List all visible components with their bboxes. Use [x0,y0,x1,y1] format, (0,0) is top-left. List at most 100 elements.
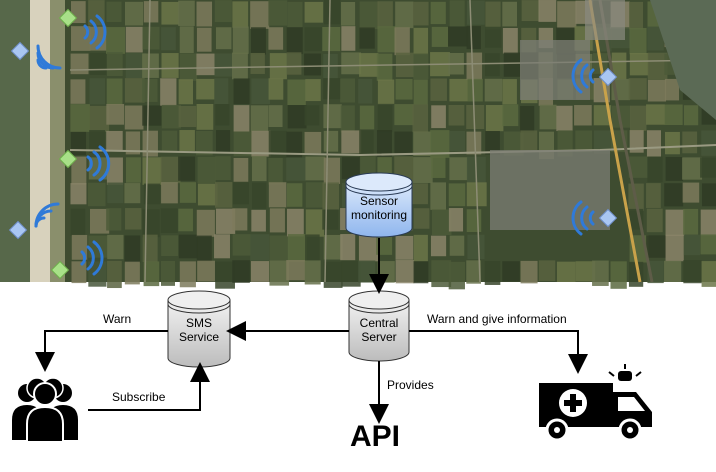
field-patch [376,234,393,255]
field-patch [358,234,379,262]
field-patch [466,260,481,284]
field-patch [232,182,249,205]
field-patch [323,234,343,260]
field-patch [196,235,212,262]
field-patch [106,78,123,105]
field-patch [196,53,215,76]
field-patch [412,104,429,133]
field-patch [431,209,452,236]
field-patch [161,53,179,78]
field-patch [233,131,252,157]
field-patch [376,130,392,157]
edge-server-warn-info [409,330,588,374]
field-patch [70,183,87,205]
field-patch [647,79,667,102]
field-patch [701,183,716,207]
field-patch [431,105,446,129]
field-patch [322,26,341,52]
field-patch [431,26,449,47]
sensor-green-3 [50,260,70,280]
field-patch [142,105,162,126]
field-patch [196,130,213,156]
field-patch [107,260,122,289]
sensor-blue-1 [10,41,30,61]
field-patch [268,130,287,158]
field-patch [430,78,447,101]
field-patch [106,52,123,77]
sensor-monitoring-node: Sensor monitoring [339,194,419,222]
field-patch [269,235,289,262]
field-patch [160,260,175,286]
field-patch [107,182,124,204]
field-patch [160,208,178,234]
field-patch [448,208,464,232]
field-patch [485,1,501,30]
field-patch [484,78,503,102]
aerial-map-image [0,0,716,290]
field-patch [286,183,303,207]
field-patch [251,209,266,232]
field-patch [484,26,502,48]
field-patch [466,209,482,232]
field-patch [413,53,429,80]
field-patch [413,234,428,262]
field-patch [538,260,556,281]
field-patch [448,26,468,47]
field-patch [683,208,699,235]
field-patch [611,105,631,128]
field-patch [682,182,700,203]
field-patch [268,27,284,50]
field-patch [395,1,414,29]
field-patch [683,234,701,256]
field-patch [161,182,178,204]
field-patch [286,260,305,281]
field-patch [88,261,107,287]
field-patch [142,26,160,50]
field-patch [413,157,433,183]
field-patch [142,157,162,185]
field-patch [215,130,231,152]
field-patch [502,79,517,105]
field-patch [683,260,702,284]
field-patch [394,104,414,126]
field-patch [161,104,182,129]
central-server-cylinder [348,290,410,362]
field-patch [142,78,158,102]
field-patch [304,27,322,52]
field-patch [89,208,110,234]
field-patch [431,156,446,178]
field-patch [520,260,538,284]
field-patch [503,52,521,77]
field-patch [358,260,376,283]
field-patch [214,182,233,208]
field-patch [593,105,612,126]
field-patch [89,105,110,132]
field-patch [305,234,320,262]
field-patch [413,208,430,229]
field-patch [448,104,465,126]
field-patch [377,26,397,53]
field-patch [70,104,90,132]
field-patch [160,78,177,106]
field-patch [71,261,87,284]
field-patch [395,78,413,100]
field-patch [89,78,106,105]
field-patch [251,27,266,55]
field-patch [665,209,685,236]
field-patch [268,0,288,26]
field-patch [323,130,339,152]
central-server-label-1: Central [359,316,399,330]
field-patch [215,104,230,126]
field-patch [232,208,248,231]
field-patch [161,235,179,257]
field-patch [413,1,429,26]
field-patch [232,52,248,80]
field-patch [142,130,158,157]
field-patch [106,1,122,22]
field-patch [340,234,356,261]
field-patch [214,78,229,105]
field-patch [341,260,361,287]
field-patch [449,130,465,152]
field-patch [124,78,145,103]
field-patch [179,182,197,203]
